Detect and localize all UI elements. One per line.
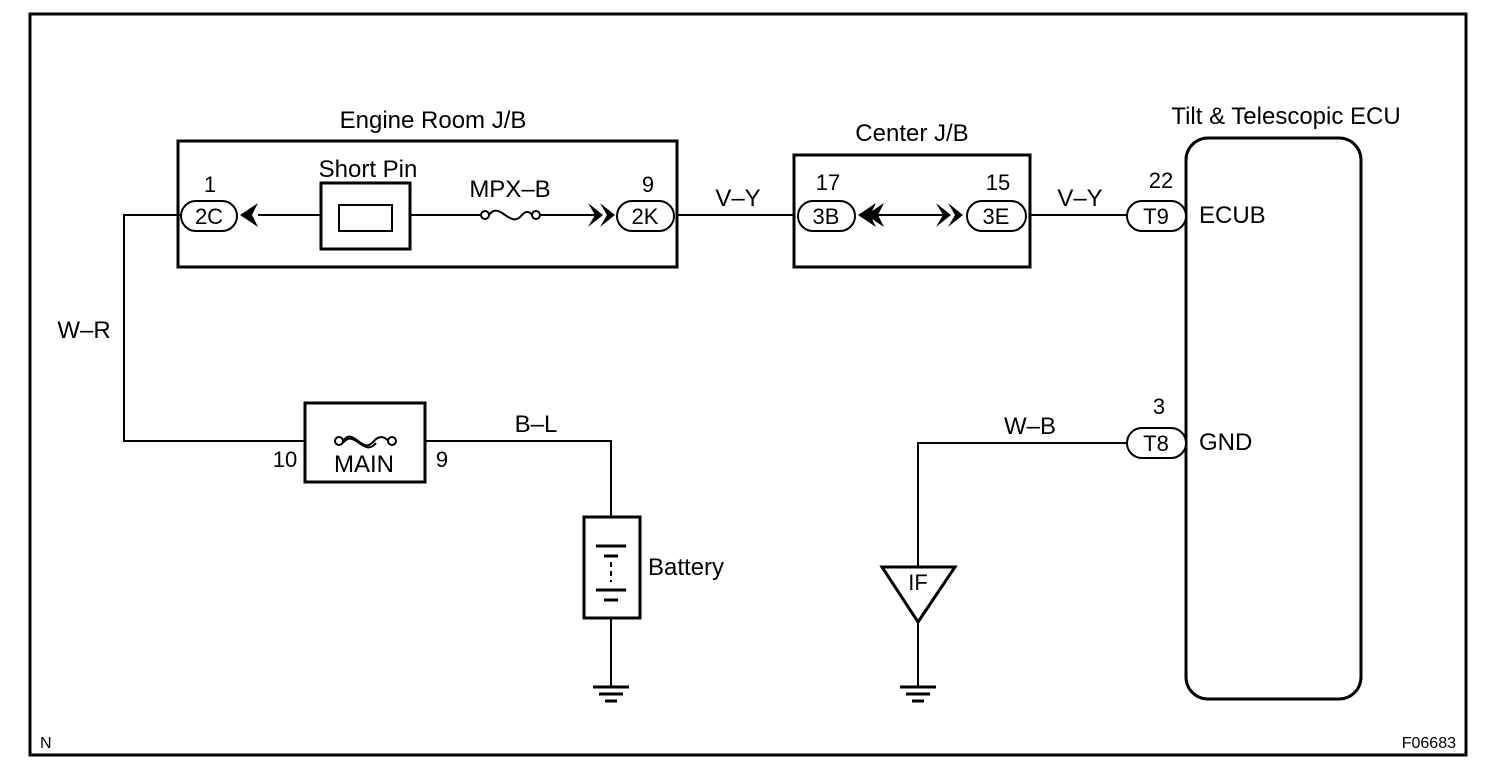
wire-v-y-2: V–Y (1057, 185, 1102, 212)
connector-t9-pin: 22 (1149, 168, 1173, 193)
connector-3e-code: 3E (983, 204, 1010, 229)
connector-t8: T8 3 GND (1126, 394, 1252, 459)
battery: Battery (582, 515, 724, 620)
engine-room-jb-title: Engine Room J/B (340, 107, 527, 134)
connector-t9: T9 22 ECUB (1126, 168, 1266, 232)
connector-2k-arrow-icon (600, 203, 615, 227)
ground-point-if-label: IF (908, 570, 928, 595)
short-pin-label: Short Pin (319, 156, 418, 183)
engine-room-jb: Engine Room J/B 2C 1 Short Pin MPX–B (176, 107, 679, 269)
connector-2c-pin: 1 (204, 172, 216, 197)
connector-3b-pin: 17 (816, 170, 840, 195)
connector-3b: 3B 17 (797, 170, 884, 232)
main-fuse-pin-right: 9 (436, 447, 448, 472)
wire-v-y-1: V–Y (715, 185, 760, 212)
connector-3e-pin: 15 (986, 170, 1010, 195)
battery-label: Battery (648, 554, 724, 581)
connector-2c: 2C 1 (180, 172, 258, 232)
center-jb-title: Center J/B (855, 120, 968, 147)
connector-t9-code: T9 (1143, 204, 1169, 229)
engine-room-jb-box (176, 139, 679, 269)
connector-3e-arrow-icon (936, 203, 951, 227)
main-fusible-link: MAIN 10 9 (273, 401, 448, 484)
connector-2k-pin: 9 (642, 172, 654, 197)
connector-3e: 3E 15 (936, 170, 1027, 232)
figure-code: F06683 (1402, 735, 1456, 752)
diagram-frame (28, 12, 1468, 757)
battery-ground-icon (593, 685, 629, 703)
ecub-terminal-label: ECUB (1199, 202, 1266, 229)
ground-if-icon (900, 685, 936, 703)
wire-b-l: B–L (515, 411, 558, 438)
connector-2c-code: 2C (195, 204, 223, 229)
main-fusible-link-label: MAIN (334, 451, 394, 478)
ground-point-if: IF (879, 565, 958, 625)
tilt-telescopic-ecu: Tilt & Telescopic ECU T9 22 ECUB T8 3 GN… (1126, 103, 1401, 701)
connector-3b-code: 3B (813, 204, 840, 229)
mpx-b-fuse-label: MPX–B (469, 176, 550, 203)
ecu-box (1184, 136, 1363, 701)
wire-w-b: W–B (1004, 413, 1056, 440)
connector-2k-code: 2K (632, 204, 659, 229)
ecu-title: Tilt & Telescopic ECU (1171, 103, 1400, 130)
gnd-terminal-label: GND (1199, 429, 1252, 456)
connector-2k: 2K 9 (588, 172, 675, 232)
mpx-b-fuse: MPX–B (469, 176, 551, 221)
connector-t8-pin: 3 (1153, 394, 1165, 419)
main-fuse-pin-left: 10 (273, 447, 297, 472)
connector-t8-code: T8 (1143, 431, 1169, 456)
center-jb: Center J/B 3B 17 3E 15 (792, 120, 1032, 269)
short-pin: Short Pin (319, 156, 418, 251)
connector-2c-arrow-icon (240, 203, 258, 227)
wire-w-r: W–R (57, 317, 110, 344)
corner-label-n: N (40, 735, 52, 752)
